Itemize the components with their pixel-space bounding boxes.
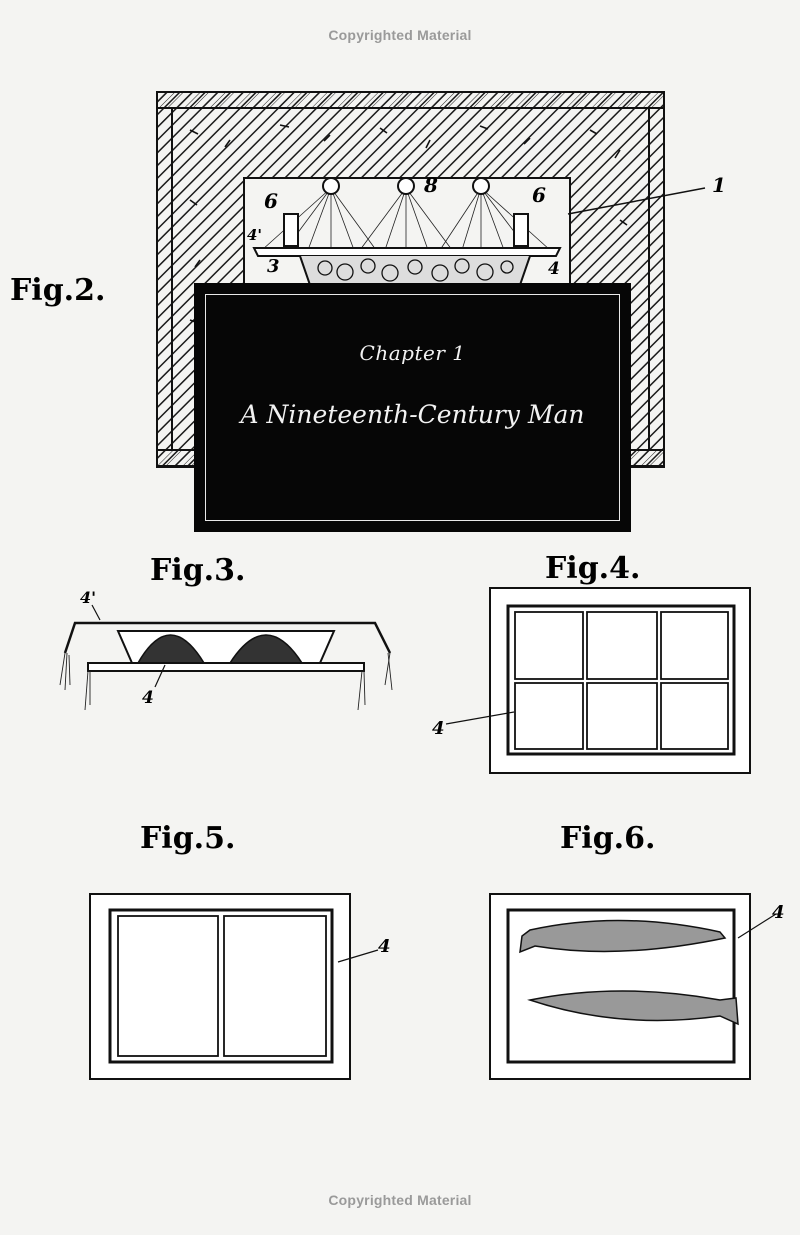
fig2-label: Fig.2. <box>10 273 105 308</box>
fig4-label: Fig.4. <box>545 551 640 586</box>
fig2-callout-4prime: 4' <box>247 226 262 244</box>
fig5-label: Fig.5. <box>140 821 235 856</box>
fig2-callout-4: 4 <box>548 259 560 279</box>
figure-3-tray-section: Fig.3. 4' 4 <box>59 553 393 711</box>
chapter-heading-box: Chapter 1 A Nineteenth-Century Man <box>194 283 631 532</box>
figure-4-tray-grid: Fig.4. 4 <box>432 551 751 774</box>
watermark-bottom: Copyrighted Material <box>328 1192 472 1208</box>
fig4-callout-4: 4 <box>432 718 445 739</box>
fig2-callout-8: 8 <box>423 173 438 197</box>
figure-6-tray-with-fish: Fig.6. 4 <box>489 821 785 1080</box>
fig3-callout-4: 4 <box>142 688 154 708</box>
fig2-callout-6-right: 6 <box>532 183 546 207</box>
fig3-callout-4prime: 4' <box>80 588 96 607</box>
fig5-callout-4: 4 <box>378 936 391 957</box>
figure-5-tray-two-compartments: Fig.5. 4 <box>89 821 391 1080</box>
fish-bottom-icon <box>527 990 739 1026</box>
fig2-callout-1: 1 <box>712 173 726 197</box>
chapter-title: A Nineteenth-Century Man <box>240 400 585 429</box>
chapter-heading-frame <box>205 294 620 521</box>
fig2-callout-3: 3 <box>267 256 280 277</box>
fig3-label: Fig.3. <box>150 553 245 588</box>
watermark-top: Copyrighted Material <box>328 27 472 43</box>
fig6-label: Fig.6. <box>560 821 655 856</box>
fig6-callout-4: 4 <box>772 902 785 923</box>
fish-top-icon <box>519 919 727 954</box>
fig2-callout-6-left: 6 <box>264 189 278 213</box>
chapter-number: Chapter 1 <box>359 341 466 365</box>
